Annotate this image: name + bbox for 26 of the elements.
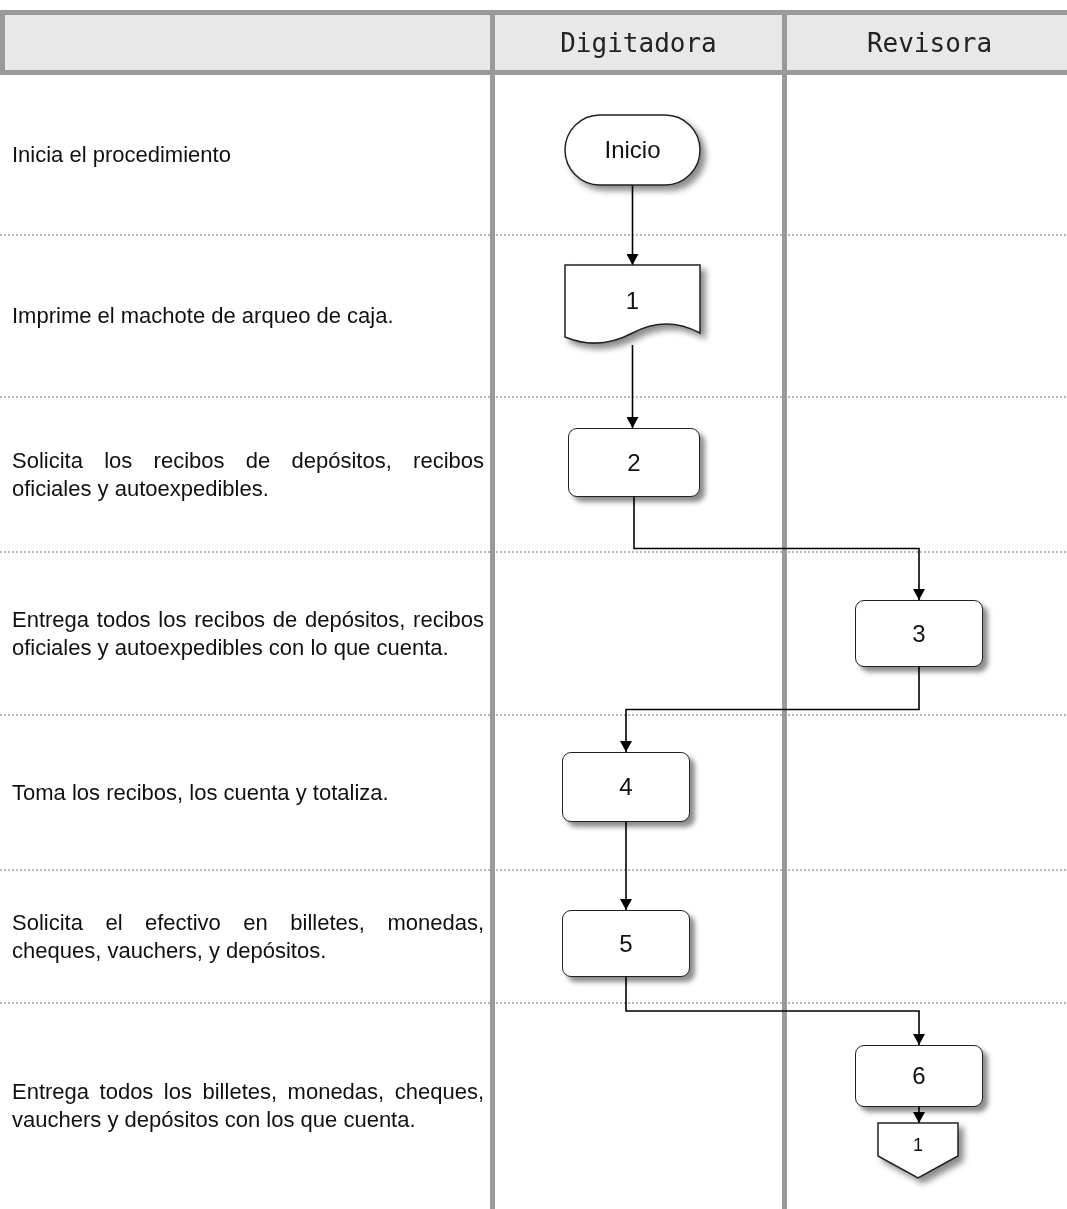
arrow [620, 821, 632, 911]
step-description: Entrega todos los billetes, monedas, cheques, vauchers y depósitos con los que cuenta. [12, 1078, 484, 1134]
swimlane [782, 10, 1067, 1209]
process-box: 3 [855, 600, 983, 667]
arrow [620, 666, 920, 753]
off-page-connector: 1 [878, 1123, 958, 1178]
step-description: Entrega todos los recibos de depósitos, recibos oficiales y autoexpedibles con lo que cuenta. [12, 605, 484, 662]
step-description: Solicita los recibos de depósitos, recibos oficiales y autoexpedibles. [12, 446, 484, 503]
process-box: 4 [562, 752, 690, 822]
step-description: Solicita el efectivo en billetes, monedas, cheques, vauchers, y depósitos. [12, 908, 484, 965]
arrow [913, 1106, 925, 1124]
terminator-shape: Inicio [565, 115, 700, 185]
process-box: 2 [568, 428, 700, 497]
document-shape: 1 [565, 265, 700, 345]
process-box: 5 [562, 910, 690, 977]
step-description: Inicia el procedimiento [12, 141, 231, 169]
lane-header: Revisora [787, 10, 1067, 75]
step-description: Imprime el machote de arqueo de caja. [12, 302, 394, 330]
arrow [625, 976, 925, 1046]
lane-header: Digitadora [495, 10, 782, 75]
arrow [626, 344, 639, 429]
arrow [626, 184, 639, 266]
process-box: 6 [855, 1045, 983, 1107]
arrow [633, 496, 925, 601]
swimlane [490, 10, 782, 1209]
step-description: Toma los recibos, los cuenta y totaliza. [12, 778, 389, 807]
